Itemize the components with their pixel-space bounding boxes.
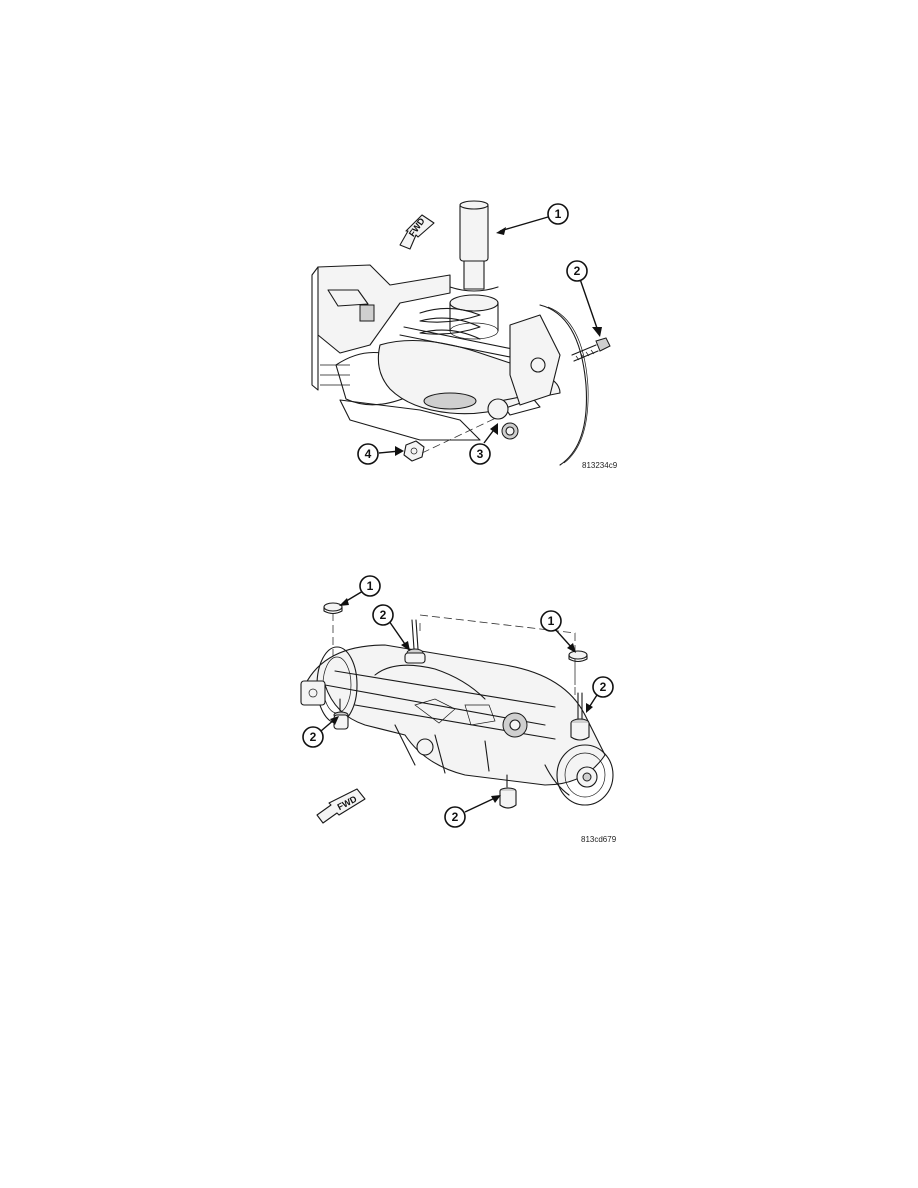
- callout-2a-circle: [372, 604, 394, 626]
- cradle-illustration: FWD 1 2 1 2 2 2 813cd679: [300, 575, 617, 844]
- callout-1a-circle: [359, 575, 381, 597]
- callout-1-label: 1: [555, 207, 562, 221]
- suspension-illustration: FWD: [311, 200, 618, 470]
- nut-icon: [403, 440, 425, 462]
- callout-2d-label: 2: [452, 810, 459, 824]
- callout-2-leader: [579, 278, 599, 332]
- callout-4-label: 4: [365, 447, 372, 461]
- subframe: [311, 264, 481, 441]
- figure-cradle-mounts: FWD 1 2 1 2 2 2 813cd679: [295, 575, 625, 845]
- callout-2b-circle: [592, 676, 614, 698]
- callout-1b-circle: [540, 610, 562, 632]
- coil-spring: [419, 307, 481, 340]
- figure-code: 813cd679: [581, 835, 617, 844]
- bolt-icon: [571, 337, 611, 362]
- callout-2d-leader: [464, 796, 498, 813]
- alignment-line: [421, 416, 499, 454]
- isolator-cap-left-icon: [323, 602, 343, 615]
- callout-2d-arrowhead: [491, 795, 501, 803]
- callout-2d-circle: [444, 806, 466, 828]
- mount-bolt-front-right-icon: [499, 774, 517, 809]
- callout-1a-label: 1: [367, 579, 374, 593]
- callout-2b-arrowhead: [586, 703, 593, 713]
- callout-2a-arrowhead: [401, 641, 410, 651]
- callout-4-circle: [357, 443, 379, 465]
- mount-bolt-rear-left-icon: [404, 619, 426, 664]
- isolator-cap-right-icon: [568, 650, 588, 663]
- callout-1-circle: [547, 203, 569, 225]
- right-hub-rotor: [544, 744, 614, 806]
- callout-1b-label: 1: [548, 614, 555, 628]
- fwd-arrow-icon: FWD: [399, 214, 435, 250]
- callout-2-arrowhead: [592, 327, 602, 337]
- knuckle-and-rotor: [501, 304, 589, 466]
- callout-2c-label: 2: [310, 730, 317, 744]
- callout-2a-label: 2: [380, 608, 387, 622]
- callout-2a-leader: [388, 620, 408, 648]
- callout-1-leader: [499, 216, 549, 232]
- mount-bolt-rear-right-icon: [570, 692, 590, 741]
- fwd-arrow-icon: FWD: [316, 788, 366, 824]
- callout-2b-label: 2: [600, 680, 607, 694]
- callout-1-arrowhead: [496, 227, 506, 235]
- shock-absorber: [449, 200, 499, 340]
- callout-3-arrowhead: [490, 423, 498, 435]
- callout-2-circle: [566, 260, 588, 282]
- figure-lower-control-arm: FWD: [300, 195, 620, 475]
- callout-2c-circle: [302, 726, 324, 748]
- figure-code: 813234c9: [582, 461, 618, 470]
- lower-control-arm: [377, 339, 561, 420]
- callout-1a-arrowhead: [339, 598, 349, 606]
- callout-1b-arrowhead: [567, 643, 576, 653]
- callout-4-arrowhead: [395, 446, 404, 456]
- cradle-assembly: [304, 644, 606, 786]
- callout-2c-arrowhead: [330, 716, 339, 725]
- callout-2-label: 2: [574, 264, 581, 278]
- callout-3-label: 3: [477, 447, 484, 461]
- callout-3-circle: [469, 443, 491, 465]
- mount-alignment-lines: [332, 613, 576, 715]
